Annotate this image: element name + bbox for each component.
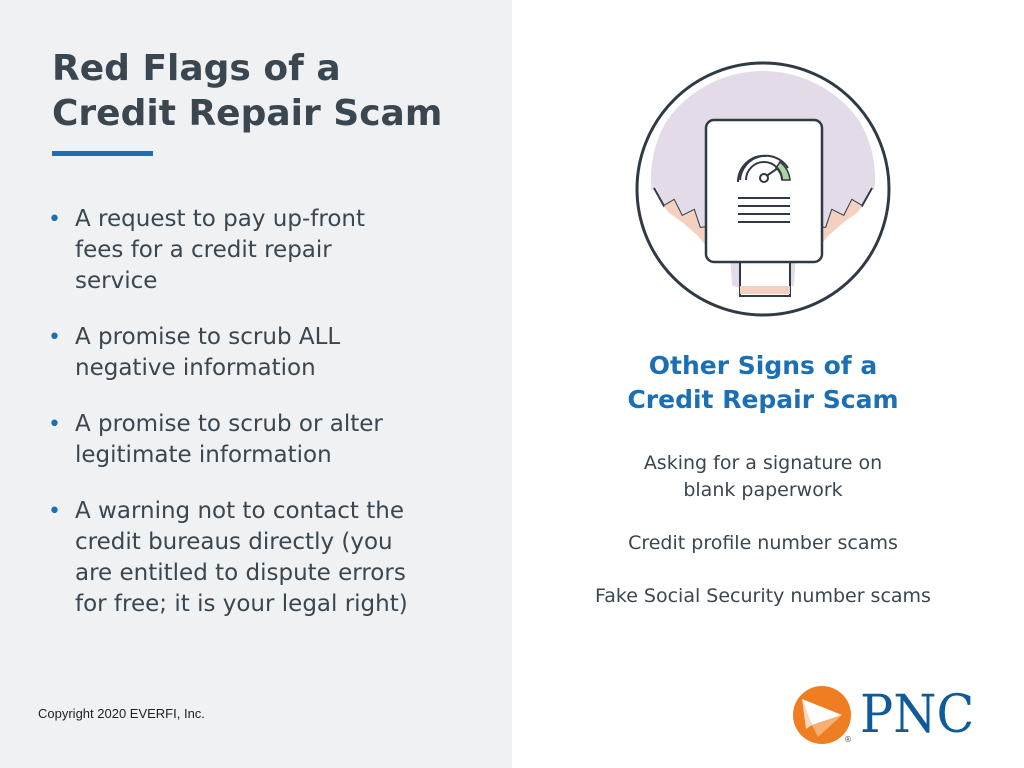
other-signs-title-line-2: Credit Repair Scam xyxy=(627,385,899,414)
copyright-text: Copyright 2020 EVERFI, Inc. xyxy=(38,706,205,721)
list-item-line: Credit profile number scams xyxy=(628,532,898,554)
list-item-line: legitimate information xyxy=(75,442,332,468)
list-item-line: A request to pay up-front xyxy=(75,206,365,232)
list-item-line: credit bureaus directly (you xyxy=(75,529,393,555)
left-panel: Red Flags of a Credit Repair Scam • A re… xyxy=(0,0,512,768)
bullet-icon: • xyxy=(48,207,61,232)
red-flags-list: • A request to pay up-front fees for a c… xyxy=(44,204,464,645)
list-item-line: fees for a credit repair xyxy=(75,237,332,263)
list-item-line: A promise to scrub or alter xyxy=(75,411,383,437)
list-item-line: blank paperwork xyxy=(683,479,843,501)
bullet-icon: • xyxy=(48,499,61,524)
list-item-line: A promise to scrub ALL xyxy=(75,324,341,350)
other-signs-list: Asking for a signature on blank paperwor… xyxy=(563,450,963,636)
list-item-line: Asking for a signature on xyxy=(643,452,883,474)
list-item-line: negative information xyxy=(75,355,316,381)
other-signs-title: Other Signs of a Credit Repair Scam xyxy=(563,349,963,417)
list-item-line: service xyxy=(75,268,158,294)
pnc-triangle-logo-icon xyxy=(793,686,851,744)
registered-mark: ® xyxy=(844,735,852,744)
title-underline xyxy=(52,151,153,156)
page-title: Red Flags of a Credit Repair Scam xyxy=(52,46,492,136)
bullet-icon: • xyxy=(48,412,61,437)
list-item: • A request to pay up-front fees for a c… xyxy=(44,204,464,297)
page-title-line-2: Credit Repair Scam xyxy=(52,93,443,134)
page-title-line-1: Red Flags of a xyxy=(52,48,341,89)
list-item: Asking for a signature on blank paperwor… xyxy=(563,450,963,504)
list-item: Credit profile number scams xyxy=(563,530,963,557)
list-item-line: Fake Social Security number scams xyxy=(595,585,931,607)
pnc-logo-text: PNC xyxy=(860,685,975,745)
bullet-icon: • xyxy=(48,325,61,350)
list-item-line: for free; it is your legal right) xyxy=(75,591,408,617)
pnc-logo: PNC ® xyxy=(792,685,1002,745)
list-item: • A promise to scrub ALL negative inform… xyxy=(44,322,464,384)
list-item: Fake Social Security number scams xyxy=(563,583,963,610)
credit-report-gauge-icon xyxy=(635,61,891,317)
list-item: • A promise to scrub or alter legitimate… xyxy=(44,409,464,471)
list-item-line: are entitled to dispute errors xyxy=(75,560,406,586)
list-item-line: A warning not to contact the xyxy=(75,498,404,524)
list-item: • A warning not to contact the credit bu… xyxy=(44,496,464,620)
other-signs-title-line-1: Other Signs of a xyxy=(648,351,878,380)
